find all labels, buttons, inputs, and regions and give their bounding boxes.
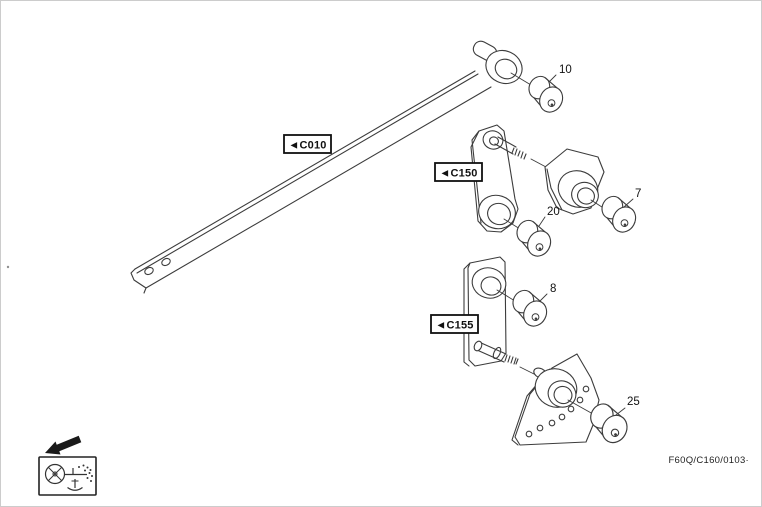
callout-25[interactable]: 25 <box>627 396 640 408</box>
leader-line-link-to-bushing-20 <box>503 218 521 230</box>
callout-10[interactable]: 10 <box>559 64 572 76</box>
ref-label-c155[interactable]: ◄C155 <box>430 314 479 334</box>
ref-label-c010[interactable]: ◄C010 <box>283 134 332 154</box>
print-mark-dot <box>6 265 10 269</box>
bushing-part-8 <box>505 286 554 331</box>
leader-line-eye-to-bushing-10 <box>510 72 532 86</box>
callout-line-10 <box>548 74 557 83</box>
leader-line-bracket-to-bushing-25 <box>567 399 594 415</box>
leader-line-link-to-bushing-8 <box>496 289 516 302</box>
leader-line-stud-to-bracket <box>530 158 547 168</box>
callout-8[interactable]: 8 <box>550 283 556 295</box>
callout-7[interactable]: 7 <box>635 188 641 200</box>
callout-line-8 <box>539 293 548 302</box>
torque-rod-drawing <box>130 40 523 294</box>
callout-line-7 <box>623 198 634 208</box>
bushing-part-10 <box>521 72 570 117</box>
ref-label-c010-text: ◄C010 <box>288 140 326 152</box>
direction-arrow-icon <box>45 435 82 455</box>
upper-bracket-drawing <box>544 148 605 215</box>
lower-link-drawing <box>463 256 519 367</box>
callout-line-20 <box>538 216 546 227</box>
lower-bracket-drawing <box>511 353 600 446</box>
ref-label-c155-text: ◄C155 <box>435 320 473 332</box>
page-code: F60Q/C160/0103· <box>668 455 749 466</box>
ref-label-c150[interactable]: ◄C150 <box>434 162 483 182</box>
axle-position-pictogram-box <box>38 456 97 496</box>
axle-position-icon <box>44 463 93 491</box>
bushing-part-20 <box>509 216 558 261</box>
ref-label-c150-text: ◄C150 <box>439 168 477 180</box>
callout-line-25 <box>615 407 626 416</box>
callout-20[interactable]: 20 <box>547 206 560 218</box>
